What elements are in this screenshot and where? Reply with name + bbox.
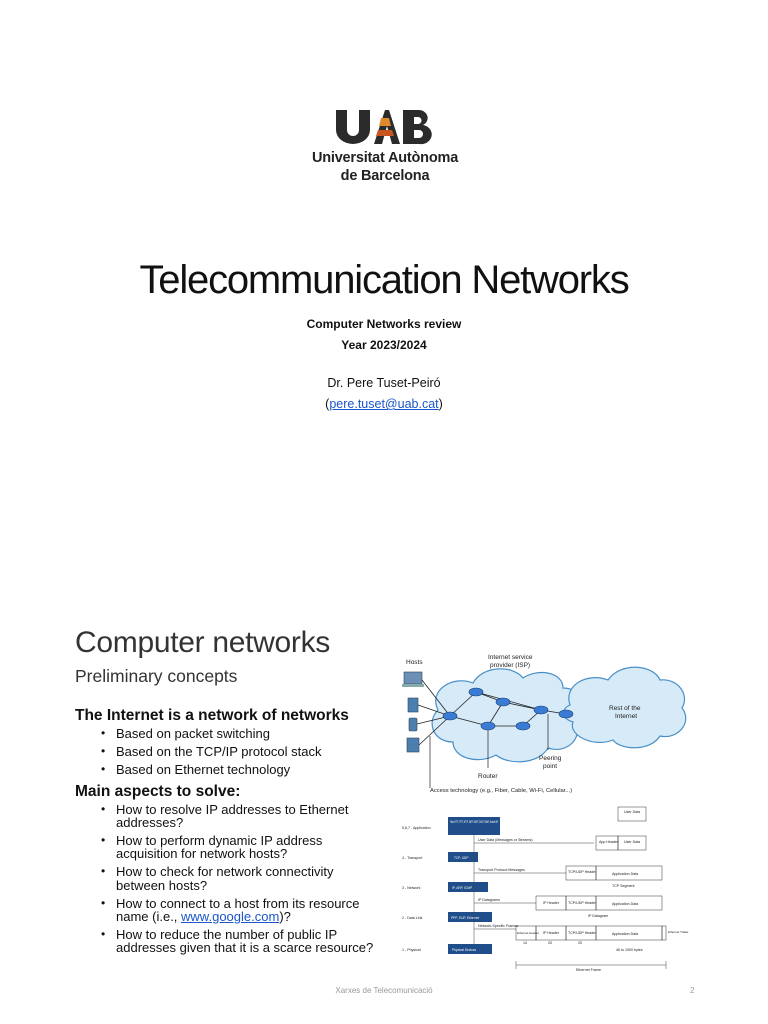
list-item: How to perform dynamic IP address acquis… (101, 834, 385, 861)
list-item: How to resolve IP addresses to Ethernet … (101, 802, 385, 830)
list-item-text: How to connect to a host from its resour… (116, 895, 360, 924)
isp-label-1: Internet service (488, 654, 533, 661)
list-item: Based on Ethernet technology (101, 763, 385, 777)
eth-header-label: Ethernet Header (517, 931, 539, 935)
ip-datagram-label: IP Datagram (588, 914, 608, 918)
layer-label: 1 - Physical (402, 948, 421, 952)
layer-label: 3 - Network (402, 886, 421, 890)
heading-internet: The Internet is a network of networks (75, 707, 349, 724)
peering-label-1: Peering (539, 755, 562, 762)
list-item: How to connect to a host from its resour… (101, 895, 385, 924)
footer-course-name: Xarxes de Telecomunicació (335, 986, 433, 995)
ethernet-frame-label: Ethernet Frame (576, 968, 601, 972)
payload-size-label: 46 to 1500 bytes (616, 948, 643, 952)
access-tech-label: Access technology (e.g., Fiber, Cable, W… (430, 788, 572, 794)
protocol-layer-diagram: 5,6,7 - Application 4 - Transport 3 - Ne… (398, 803, 690, 975)
logo-text-line1: Universitat Autònoma (311, 150, 459, 166)
protocol-label: Physical Devices (452, 948, 476, 952)
app-data-label: Application Data (612, 872, 638, 876)
peering-label-2: point (543, 763, 557, 770)
flow-label: User Data (Messages or Streams) (478, 838, 533, 842)
author-email-link[interactable]: pere.tuset@uab.cat (329, 397, 439, 411)
list-item: How to check for network connectivity be… (101, 865, 385, 892)
academic-year: Year 2023/2024 (341, 338, 427, 352)
tcp-header-label-2: TCP/UDP Header (568, 901, 597, 905)
encapsulation-boxes (515, 806, 667, 941)
uab-logo: Universitat Autònoma de Barcelona (300, 106, 470, 190)
aspects-bullet-list: How to resolve IP addresses to Ethernet … (101, 802, 385, 955)
rest-of-internet-cloud (563, 666, 687, 749)
annotation-lines (429, 714, 549, 788)
layer-label: 5,6,7 - Application (402, 826, 431, 830)
protocol-label: TCP, UDP (454, 856, 468, 860)
slide-2-subtitle: Preliminary concepts (75, 666, 238, 686)
rest-label-1: Rest of the (609, 705, 641, 712)
frame-span-line (515, 961, 667, 969)
eth-trailer-label: Ethernet Trailer (668, 930, 689, 934)
protocol-boxes (448, 817, 500, 954)
list-item-suffix: )? (279, 908, 291, 924)
user-data-label: User Data (624, 810, 640, 814)
course-subtitle: Computer Networks review (306, 317, 462, 331)
heading-main-aspects: Main aspects to solve: (75, 782, 241, 800)
isp-label-2: provider (ISP) (490, 662, 530, 669)
list-item: How to reduce the number of public IP ad… (101, 928, 385, 955)
tcp-header-label-3: TCP/UDP Header (568, 931, 597, 935)
author-email-line: (pere.tuset@uab.cat) (325, 397, 443, 411)
layer-label: 2 - Data Link (402, 916, 423, 920)
tcp-header-label: TCP/UDP Header (568, 870, 597, 874)
size-20b-label: 20 (578, 941, 582, 945)
flow-label: IP Datagrams (478, 898, 500, 902)
ip-header-label: IP Header (543, 901, 560, 905)
protocol-label: PPP, SLIP, Ethernet (451, 916, 479, 920)
slide-2-title: Computer networks (75, 626, 330, 659)
page-number: 2 (690, 986, 695, 995)
flow-arrows (473, 835, 594, 944)
router-icons (442, 687, 574, 731)
hosts-label: Hosts (406, 659, 423, 666)
list-item: Based on the TCP/IP protocol stack (101, 745, 385, 759)
network-topology-diagram: Hosts Internet service provider (ISP) Re… (398, 650, 688, 795)
app-data-label-3: Application Data (612, 932, 638, 936)
layer-label: 4 - Transport (402, 856, 422, 860)
host-icons (402, 671, 424, 753)
tcp-segment-label: TCP Segment (612, 884, 635, 888)
slide-title: Telecommunication Networks (139, 258, 630, 302)
uab-logo-mark (336, 110, 432, 145)
flow-label: Transport Protocol Messages (478, 868, 525, 872)
internet-bullet-list: Based on packet switching Based on the T… (101, 727, 385, 778)
app-data-label-2: Application Data (612, 902, 638, 906)
flow-label: Network-Specific Frames (478, 924, 518, 928)
ip-header-label-2: IP Header (543, 931, 560, 935)
rest-label-2: Internet (615, 713, 637, 720)
app-header-label: App Header (599, 840, 619, 844)
size-14-label: 14 (523, 941, 527, 945)
router-label: Router (478, 773, 498, 780)
slide-2-content: The Internet is a network of networks Ba… (75, 706, 385, 959)
author-name: Dr. Pere Tuset-Peiró (327, 376, 441, 390)
user-data-label-2: User Data (624, 840, 640, 844)
protocol-label: IP, ARP, ICMP (452, 886, 472, 890)
google-link[interactable]: www.google.com (181, 908, 280, 924)
size-20a-label: 20 (548, 941, 552, 945)
logo-text-line2: de Barcelona (340, 168, 430, 184)
protocol-label: Telnet, FTP, TFTP, HTTP, SNTP, SMTP, DHC… (450, 820, 498, 824)
list-item: Based on packet switching (101, 727, 385, 741)
